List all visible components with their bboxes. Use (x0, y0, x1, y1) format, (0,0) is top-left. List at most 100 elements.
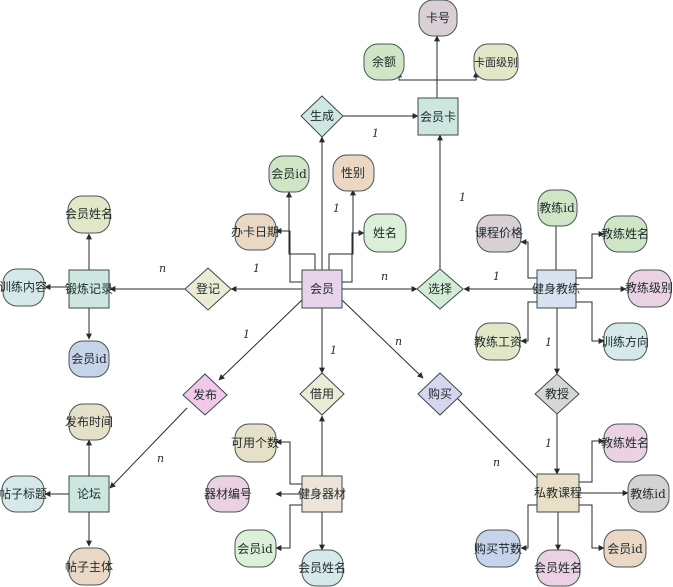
attr-log-member-id-label: 会员id (71, 352, 107, 366)
card-sel-coach: 1 (493, 270, 500, 283)
edge-member-gender (328, 189, 356, 276)
attr-card-date[interactable]: 办卡日期 (231, 213, 279, 251)
attr-train-direction[interactable]: 训练方向 (601, 322, 649, 361)
attr-pc-buy-count[interactable]: 购买节数 (474, 529, 522, 568)
attr-pc-member-name[interactable]: 会员姓名 (534, 549, 582, 587)
attr-pc-buy-count-label: 购买节数 (474, 541, 522, 556)
edge-eq-memberid (275, 504, 302, 551)
attr-coach-id[interactable]: 教练id (537, 189, 578, 227)
edge-member-carddate (275, 228, 302, 283)
attr-name-label: 姓名 (373, 225, 397, 240)
entity-forum-label: 论坛 (77, 487, 101, 501)
attr-eq-available-label: 可用个数 (231, 435, 279, 450)
card-buy-course: n (493, 456, 500, 469)
attr-log-content-label: 训练内容 (0, 279, 47, 294)
relation-post-label: 发布 (193, 387, 217, 402)
relation-borrow-label: 借用 (310, 387, 334, 401)
attr-post-body[interactable]: 帖子主体 (65, 547, 113, 586)
edge-course-buycount (520, 504, 537, 551)
attr-member-id-label: 会员id (271, 167, 307, 181)
attr-log-content[interactable]: 训练内容 (0, 268, 47, 307)
attr-card-no-label: 卡号 (426, 11, 450, 25)
attr-pc-coach-id[interactable]: 教练id (627, 474, 670, 513)
attr-course-price[interactable]: 课程价格 (475, 214, 523, 253)
attr-eq-available[interactable]: 可用个数 (231, 423, 279, 463)
edge-card-balance (396, 71, 438, 98)
card-sel-card: 1 (459, 191, 466, 204)
relation-generate-label: 生成 (310, 109, 334, 123)
relation-buy-label: 购买 (428, 386, 452, 401)
attr-post-title-label: 帖子标题 (0, 486, 47, 501)
edge-coach-direction (576, 301, 605, 344)
attr-coach-id-label: 教练id (539, 200, 575, 215)
attr-eq-member-id[interactable]: 会员id (234, 529, 277, 568)
attr-post-body-label: 帖子主体 (65, 559, 113, 574)
entity-equipment[interactable]: 健身器材 (298, 475, 346, 513)
attr-log-member-name[interactable]: 会员姓名 (65, 195, 113, 234)
attr-train-direction-label: 训练方向 (601, 334, 649, 349)
edge-card-level (436, 71, 479, 98)
attr-post-title[interactable]: 帖子标题 (0, 475, 47, 513)
attr-post-time[interactable]: 发布时间 (65, 403, 113, 441)
entity-member[interactable]: 会员 (301, 269, 343, 309)
relation-post[interactable]: 发布 (182, 373, 228, 416)
attr-card-level[interactable]: 卡面级别 (473, 43, 519, 81)
attr-card-level-label: 卡面级别 (474, 56, 518, 69)
card-reg-log: n (159, 262, 166, 275)
edge-course-coachname (579, 438, 605, 483)
relation-register-label: 登记 (196, 281, 220, 296)
attr-card-date-label: 办卡日期 (231, 224, 279, 239)
attr-eq-member-name-label: 会员姓名 (298, 560, 346, 575)
relation-teach-label: 教授 (545, 386, 569, 401)
edge-member-id (286, 191, 316, 276)
entity-coach[interactable]: 健身教练 (532, 269, 580, 309)
cardinalities: 1 1 1 n n 1 1 1 n 1 n n 1 1 (157, 127, 552, 469)
card-teach-course: 1 (545, 437, 552, 450)
attr-pc-member-id[interactable]: 会员id (603, 529, 647, 568)
attr-coach-level[interactable]: 教练级别 (625, 269, 673, 308)
attr-pc-coach-name[interactable]: 教练姓名 (601, 423, 649, 463)
attr-coach-salary[interactable]: 教练工资 (474, 322, 522, 361)
card-post-member: 1 (243, 328, 250, 341)
entity-forum[interactable]: 论坛 (68, 475, 110, 513)
attr-member-id[interactable]: 会员id (268, 155, 310, 193)
attr-pc-coach-id-label: 教练id (630, 486, 666, 501)
attr-gender[interactable]: 性别 (332, 154, 375, 192)
attr-coach-name[interactable]: 教练姓名 (601, 215, 649, 253)
relation-buy[interactable]: 购买 (417, 372, 463, 416)
edge-eq-available (275, 439, 302, 485)
attr-log-member-name-label: 会员姓名 (65, 206, 113, 221)
attr-log-member-id[interactable]: 会员id (68, 340, 110, 378)
entity-training-log[interactable]: 锻炼记录 (65, 269, 113, 309)
entity-member-card-label: 会员卡 (420, 110, 456, 124)
attr-gender-label: 性别 (341, 166, 365, 180)
attr-eq-member-name[interactable]: 会员姓名 (298, 549, 346, 587)
attr-balance[interactable]: 余额 (363, 43, 405, 81)
attr-card-no[interactable]: 卡号 (418, 0, 458, 37)
edges (44, 35, 629, 551)
relation-select[interactable]: 选择 (416, 268, 464, 310)
edge-coach-name (576, 231, 605, 279)
attr-coach-name-label: 教练姓名 (601, 226, 649, 241)
attr-eq-member-id-label: 会员id (237, 542, 273, 556)
attr-eq-code[interactable]: 器材编号 (204, 475, 252, 513)
relation-register[interactable]: 登记 (184, 267, 232, 311)
relation-select-label: 选择 (428, 282, 452, 296)
edge-coach-salary (520, 301, 537, 344)
relation-teach[interactable]: 教授 (534, 373, 580, 415)
card-borrow-member: 1 (330, 344, 337, 357)
edge-post-forum (109, 407, 188, 489)
entity-member-label: 会员 (310, 282, 334, 296)
attr-name[interactable]: 姓名 (363, 213, 407, 253)
entity-private-course[interactable]: 私教课程 (534, 473, 582, 513)
card-buy-member: n (395, 335, 402, 348)
relation-generate[interactable]: 生成 (300, 95, 344, 138)
entity-coach-label: 健身教练 (532, 281, 580, 296)
entity-private-course-label: 私教课程 (534, 485, 582, 500)
attr-coach-salary-label: 教练工资 (474, 334, 522, 349)
entity-member-card[interactable]: 会员卡 (417, 97, 459, 136)
card-gen-member: 1 (333, 202, 340, 215)
relation-borrow[interactable]: 借用 (299, 372, 345, 416)
